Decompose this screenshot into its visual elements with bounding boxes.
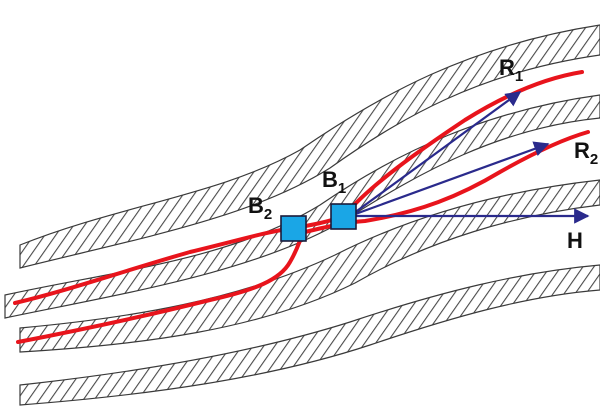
label-b2-main: B <box>248 193 264 218</box>
hatched-band-top <box>19 24 600 269</box>
hatched-band-lower-middle <box>19 179 600 353</box>
label-r1-sub: 1 <box>515 68 523 85</box>
arrow-r1 <box>349 91 522 217</box>
label-b1-main: B <box>322 167 338 192</box>
hatched-band-bottom <box>19 264 600 406</box>
label-b1-sub: 1 <box>338 180 346 197</box>
label-r1: R1 <box>499 55 523 85</box>
label-r2-main: R <box>574 138 590 163</box>
label-h-main: H <box>567 228 583 253</box>
wellbore-upper-path <box>13 70 584 305</box>
label-r2: R2 <box>574 138 598 168</box>
marker-b2 <box>280 215 307 242</box>
label-b2-sub: 2 <box>264 206 272 223</box>
hatched-band-upper-middle <box>4 94 600 319</box>
arrows <box>349 91 590 224</box>
label-h: H <box>567 228 583 253</box>
label-r1-main: R <box>499 55 515 80</box>
label-b2: B2 <box>248 193 272 223</box>
marker-b1 <box>330 203 357 230</box>
label-b1: B1 <box>322 167 346 197</box>
arrow-r2 <box>349 141 550 218</box>
label-r2-sub: 2 <box>590 151 598 168</box>
